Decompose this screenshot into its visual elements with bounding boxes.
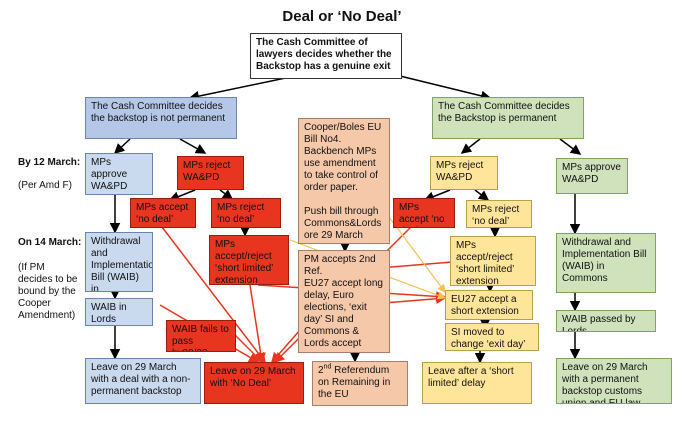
arrow-red-pm [271,329,301,364]
arrow-perm-to-approve [559,138,582,155]
second-ref-number: 2 [318,365,324,376]
arrow-yellow-cooper [379,204,446,293]
box-mps-reject-nodeal-right: MPs reject ‘no deal’ [466,200,532,228]
second-ref-text: Referendum on Remaining in the EU [318,365,391,400]
arrow-red-short-left [249,284,266,364]
arrow-red-accept-left [161,226,266,364]
box-cooper-boles: Cooper/Boles EU Bill No4. Backbench MPs … [298,118,390,244]
box-mps-reject-left: MPs reject WA&PD [177,156,244,190]
box-leave-deal-nonpermanent: Leave on 29 March with a deal with a non… [85,358,201,404]
box-backstop-permanent: The Cash Committee decides the Backstop … [432,97,584,139]
box-mps-accept-nodeal-right: MPs accept ‘no deal’ [393,198,455,228]
arrow-notperm-to-approve [113,138,131,155]
label-if-pm-bound: (If PM decides to be bound by the Cooper… [18,262,78,321]
box-leave-short-delay: Leave after a ‘short limited’ delay [422,362,532,404]
box-leave-no-deal: Leave on 29 March with ‘No Deal’ [204,362,304,404]
label-per-amd-f: (Per Amd F) [18,180,72,191]
label-by-12-march: By 12 March: [18,157,81,168]
arrow-notperm-to-reject [179,138,207,154]
box-leave-permanent-backstop: Leave on 29 March with a permanent backs… [556,358,672,404]
box-cash-committee: The Cash Committee of lawyers decides wh… [250,33,402,79]
box-backstop-not-permanent: The Cash Committee decides the backstop … [85,97,237,139]
arrow-red-short-right [378,261,453,273]
box-eu27-short-extension: EU27 accept a short extension [445,290,533,320]
box-mps-approve-left: MPs approve WA&PD [85,153,153,195]
label-on-14-march: On 14 March: [18,237,82,248]
box-mps-reject-right: MPs reject WA&PD [430,156,498,190]
box-pm-accepts-ref: PM accepts 2nd Ref. EU27 accept long del… [298,250,390,353]
box-mps-short-extension-right: MPs accept/reject ‘short limited’ extens… [450,236,536,286]
box-si-moved: SI moved to change ‘exit day’ in EWA [445,323,539,351]
arrow-cash-to-perm [399,75,492,101]
box-mps-approve-right: MPs approve WA&PD [556,158,628,194]
second-ref-suffix: nd [323,363,332,371]
box-waib-lords: WAIB in Lords [85,298,153,326]
box-second-referendum: 2nd Referendum on Remaining in the EU [312,361,408,406]
box-waib-commons-left: Withdrawal and Implementation Bill (WAIB… [85,232,153,292]
box-waib-fails: WAIB fails to pass by29/03 [166,320,236,352]
arrow-perm-to-reject [460,138,481,154]
page-title: Deal or ‘No Deal’ [282,8,402,25]
arrow-rejectleft-to-rejectnd [219,189,234,200]
box-waib-commons-right: Withdrawal and Implementation Bill (WAIB… [556,233,656,293]
box-waib-passed-lords: WAIB passed by Lords [556,310,656,332]
arrow-rejectright-to-rejectnd [474,189,490,201]
box-mps-short-extension-left: MPs accept/reject ‘short limited’ extens… [209,235,289,285]
box-mps-reject-nodeal-left: MPs reject ‘no deal’ [211,198,281,228]
arrow-cash-to-notperm [188,75,296,102]
box-mps-accept-nodeal-left: MPs accept ‘no deal’ [130,198,196,228]
